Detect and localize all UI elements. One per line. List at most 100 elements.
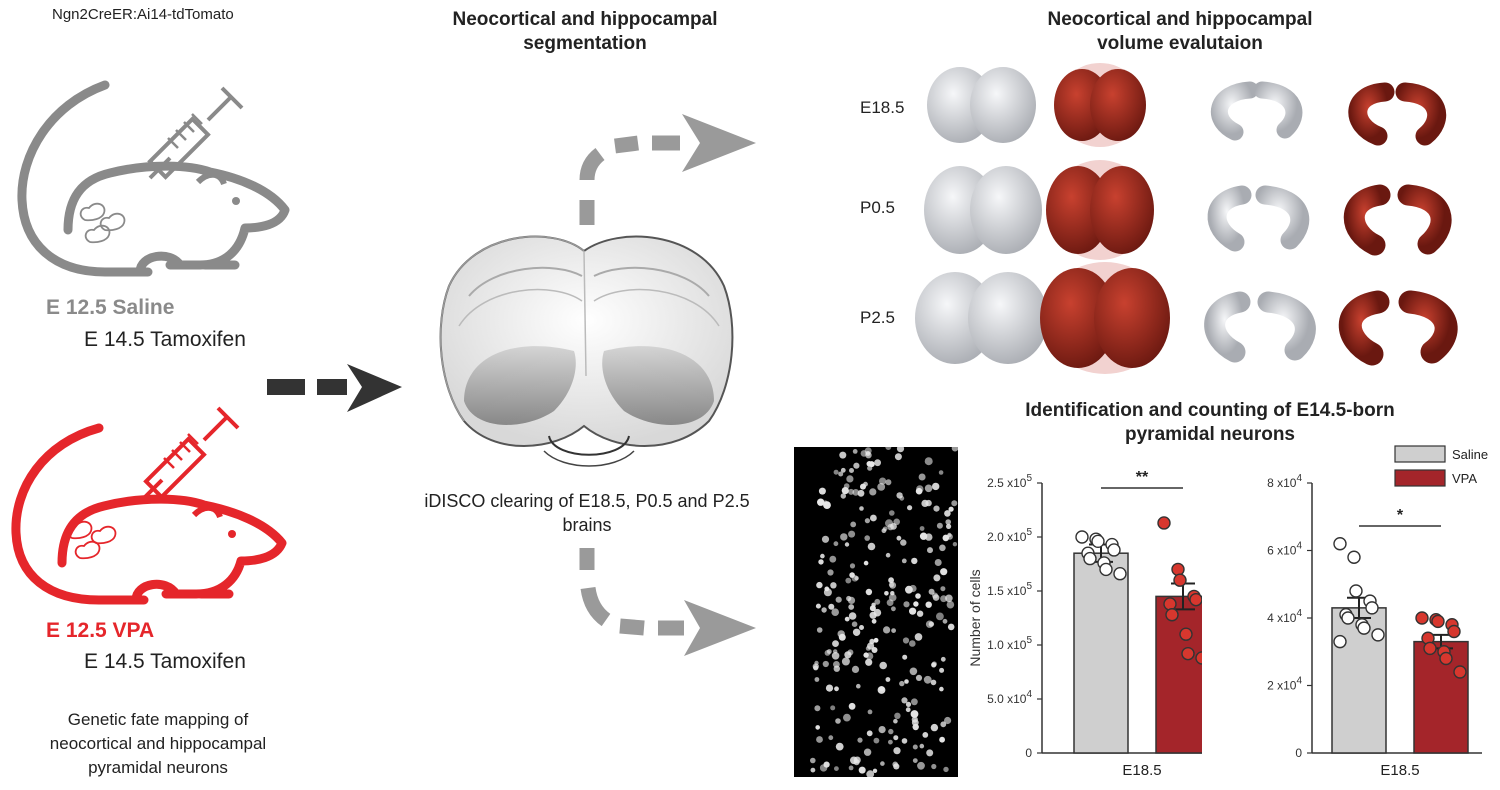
vpa-treatment-line2: E 14.5 Tamoxifen	[84, 650, 246, 673]
labeled-neuron	[823, 761, 830, 768]
labeled-neuron	[946, 523, 952, 529]
labeled-neuron	[838, 471, 844, 477]
labeled-neuron	[859, 506, 864, 511]
y-tick-label: 4 x104	[1267, 608, 1302, 625]
labeled-neuron	[874, 598, 881, 605]
labeled-neuron	[926, 749, 934, 757]
p2-5-vpa-cortex	[1040, 262, 1170, 374]
left-caption-line1: Genetic fate mapping of	[67, 710, 249, 729]
labeled-neuron	[843, 713, 851, 722]
saline-data-point	[1371, 628, 1385, 642]
saline-data-point	[1099, 562, 1113, 577]
saline-data-point	[1365, 601, 1379, 615]
labeled-neuron	[925, 601, 932, 608]
labeled-neuron	[831, 608, 839, 616]
saline-data-point	[1091, 534, 1105, 549]
labeled-neuron	[911, 698, 918, 706]
labeled-neuron	[878, 726, 886, 734]
labeled-neuron	[933, 505, 940, 512]
saline-data-point	[1333, 537, 1347, 551]
labeled-neuron	[833, 649, 838, 654]
strain-label: Ngn2CreER:Ai14-tdTomato	[52, 6, 234, 23]
labeled-neuron	[816, 736, 823, 743]
labeled-neuron	[909, 667, 918, 676]
labeled-neuron	[852, 489, 860, 496]
vpa-data-point	[1189, 592, 1202, 607]
labeled-neuron	[939, 736, 945, 743]
labeled-neuron	[831, 652, 840, 660]
saline-syringe	[147, 86, 244, 180]
p2-5-saline-cortex	[915, 272, 1048, 364]
labeled-neuron	[841, 487, 849, 495]
labeled-neuron	[882, 526, 888, 532]
labeled-neuron	[872, 768, 878, 773]
labeled-neuron	[919, 526, 925, 531]
labeled-neuron	[877, 686, 886, 694]
y-tick-label: 0	[1025, 746, 1032, 760]
labeled-neuron	[904, 679, 909, 684]
labeled-neuron	[901, 558, 907, 564]
labeled-neuron	[913, 601, 919, 607]
labeled-neuron	[893, 747, 901, 755]
y-tick-label: 2.5 x105	[987, 473, 1032, 490]
labeled-neuron	[924, 457, 933, 466]
labeled-neuron	[857, 489, 865, 497]
labeled-neuron	[934, 559, 942, 566]
labeled-neuron	[830, 582, 837, 589]
saline-treatment-line2: E 14.5 Tamoxifen	[84, 328, 246, 351]
labeled-neuron	[866, 770, 875, 777]
labeled-neuron	[840, 493, 846, 499]
labeled-neuron	[864, 535, 870, 541]
labeled-neuron	[912, 744, 918, 750]
left-caption: Genetic fate mapping of neocortical and …	[18, 708, 298, 780]
labeled-neuron	[815, 725, 820, 730]
labeled-neuron	[911, 557, 918, 565]
vpa-data-point	[1453, 665, 1467, 679]
labeled-neuron	[834, 766, 839, 771]
labeled-neuron	[925, 533, 933, 541]
cleared-brain-image	[439, 235, 734, 467]
labeled-neuron	[869, 611, 877, 619]
p2-5-saline-hippocampus	[1204, 291, 1316, 363]
labeled-neuron	[849, 563, 856, 569]
y-tick-label: 1.0 x105	[987, 635, 1032, 652]
p0-5-vpa-cortex	[1046, 160, 1154, 260]
labeled-neuron	[863, 748, 872, 756]
labeled-neuron	[810, 767, 816, 773]
labeled-neuron	[814, 705, 821, 712]
labeled-neuron	[869, 488, 877, 496]
labeled-neuron	[873, 737, 880, 744]
labeled-neuron	[933, 574, 941, 582]
labeled-neuron	[911, 719, 919, 726]
labeled-neuron	[834, 686, 839, 692]
labeled-neuron	[865, 451, 871, 456]
labeled-neuron	[952, 542, 958, 547]
p0-5-saline-hippocampus	[1207, 185, 1310, 252]
labeled-neuron	[848, 530, 856, 538]
labeled-neuron	[899, 680, 905, 687]
labeled-neuron	[888, 577, 894, 584]
labeled-neuron	[918, 473, 926, 481]
labeled-neuron	[863, 560, 869, 566]
labeled-neuron	[915, 593, 921, 599]
labeled-neuron	[867, 542, 876, 551]
labeled-neuron	[835, 718, 841, 724]
labeled-neuron	[886, 599, 894, 606]
labeled-neuron	[821, 607, 827, 613]
labeled-neuron	[851, 575, 859, 582]
saline-data-point	[1113, 567, 1127, 581]
labeled-neuron	[903, 601, 910, 608]
labeled-neuron	[851, 621, 858, 627]
labeled-neuron	[912, 758, 918, 763]
labeled-neuron	[891, 606, 896, 612]
labeled-neuron	[850, 521, 857, 528]
labeled-neuron	[940, 721, 947, 728]
labeled-neuron	[905, 707, 911, 713]
saline-data-point	[1083, 551, 1097, 566]
labeled-neuron	[899, 495, 905, 501]
saline-data-point	[1341, 611, 1355, 625]
saline-data-point	[1075, 530, 1089, 544]
labeled-neuron	[821, 535, 830, 543]
vpa-data-point	[1163, 597, 1177, 611]
labeled-neuron	[839, 451, 847, 459]
